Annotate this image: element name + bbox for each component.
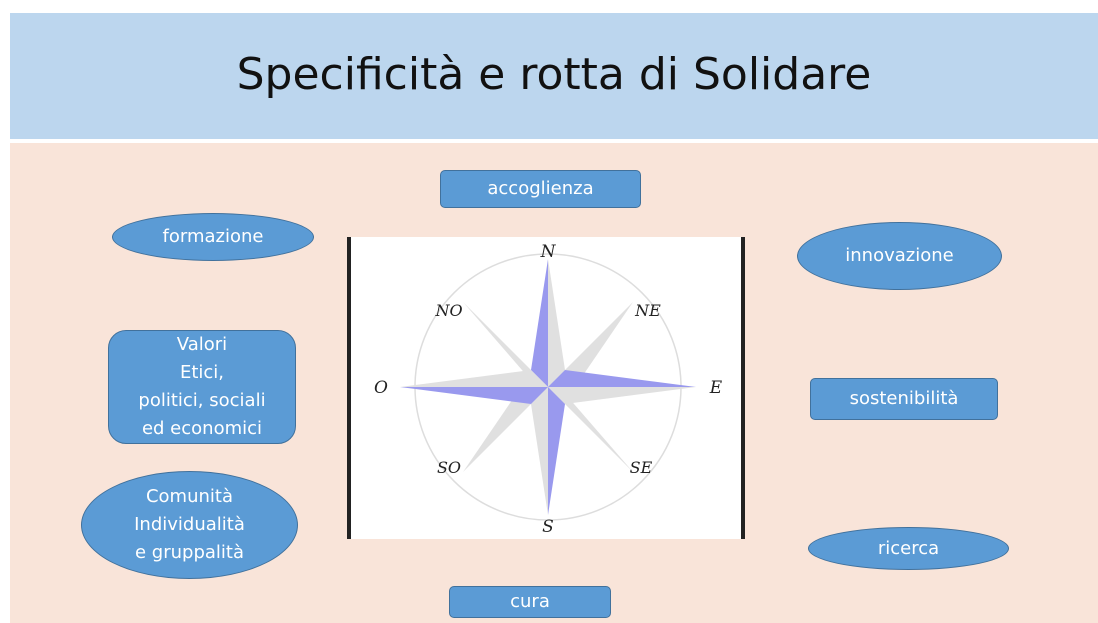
cura-box: cura — [449, 586, 611, 618]
compass-label-s: S — [542, 517, 554, 537]
comunita-ellipse: Comunità Individualità e gruppalità — [81, 471, 298, 579]
compass-label-ne: NE — [634, 301, 661, 320]
innovazione-ellipse: innovazione — [797, 222, 1002, 290]
compass-rose-icon: N NE E SE S SO O NO — [374, 242, 723, 537]
accoglienza-box: accoglienza — [440, 170, 641, 208]
valori-box: Valori Etici, politici, sociali ed econo… — [108, 330, 296, 444]
ricerca-ellipse: ricerca — [808, 527, 1009, 570]
slide-title: Specificità e rotta di Solidare — [236, 48, 872, 100]
compass-label-o: O — [374, 378, 388, 398]
compass-label-no: NO — [434, 301, 462, 320]
formazione-ellipse: formazione — [112, 213, 314, 261]
compass-rose-image: N NE E SE S SO O NO — [347, 237, 745, 539]
compass-label-se: SE — [630, 458, 653, 477]
compass-label-e: E — [709, 378, 723, 398]
title-bar: Specificità e rotta di Solidare — [10, 13, 1098, 139]
compass-label-n: N — [540, 242, 557, 262]
compass-cardinals — [400, 259, 696, 515]
sostenibilita-box: sostenibilità — [810, 378, 998, 420]
compass-label-so: SO — [437, 458, 461, 477]
